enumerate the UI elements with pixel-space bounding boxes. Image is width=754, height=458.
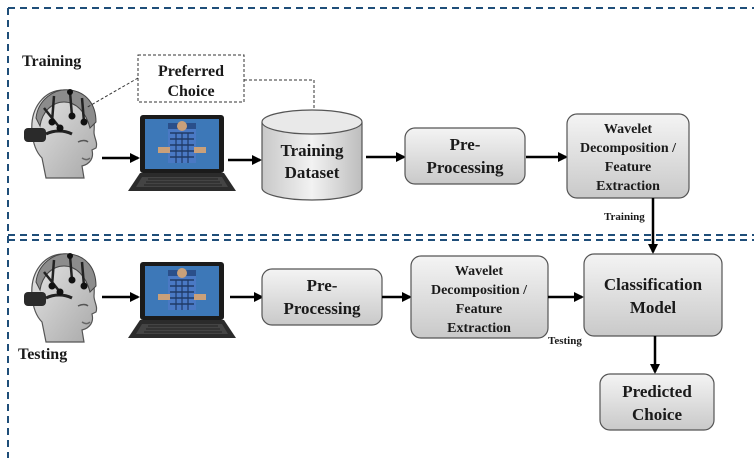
laptop-with-product-image-icon	[127, 261, 237, 339]
testing-feature-line-3: Feature	[456, 302, 502, 317]
training-feature-line-1: Wavelet	[604, 122, 653, 137]
training-dataset-line-2: Dataset	[285, 163, 340, 182]
callout-line-1: Preferred	[158, 63, 224, 80]
testing-preprocessing-line-2: Processing	[283, 299, 361, 318]
training-feature-extraction-box	[566, 113, 690, 199]
database-cylinder-icon	[261, 109, 363, 201]
testing-feature-line-2: Decomposition /	[431, 283, 528, 298]
testing-section-label: Testing	[18, 346, 67, 363]
testing-feature-line-4: Extraction	[447, 321, 511, 336]
preferred-choice-callout	[137, 54, 245, 103]
eeg-headset-head-icon	[22, 87, 99, 180]
classification-model-box	[583, 253, 723, 337]
training-preprocessing-line-2: Processing	[426, 158, 504, 177]
training-preprocessing-box	[404, 127, 526, 185]
training-preprocessing-line-1: Pre-	[450, 135, 481, 154]
testing-arrow-label: Testing	[548, 335, 582, 347]
training-section-label: Training	[22, 53, 81, 70]
laptop-with-product-image-icon	[127, 114, 237, 192]
training-feature-line-2: Decomposition /	[580, 141, 677, 156]
classification-model-line-1: Classification	[604, 275, 703, 294]
classification-model-line-2: Model	[630, 298, 677, 317]
predicted-choice-box	[599, 373, 715, 431]
testing-preprocessing-line-1: Pre-	[307, 276, 338, 295]
eeg-headset-head-icon	[22, 251, 99, 344]
training-arrow-label: Training	[604, 211, 645, 223]
callout-line-2: Choice	[167, 83, 214, 100]
training-feature-line-4: Extraction	[596, 179, 660, 194]
training-feature-line-3: Feature	[605, 160, 651, 175]
training-dataset-line-1: Training	[281, 141, 344, 160]
predicted-choice-line-1: Predicted	[622, 382, 692, 401]
callout-pointer-line	[85, 77, 139, 109]
testing-feature-line-1: Wavelet	[455, 264, 504, 279]
predicted-choice-line-2: Choice	[632, 405, 683, 424]
